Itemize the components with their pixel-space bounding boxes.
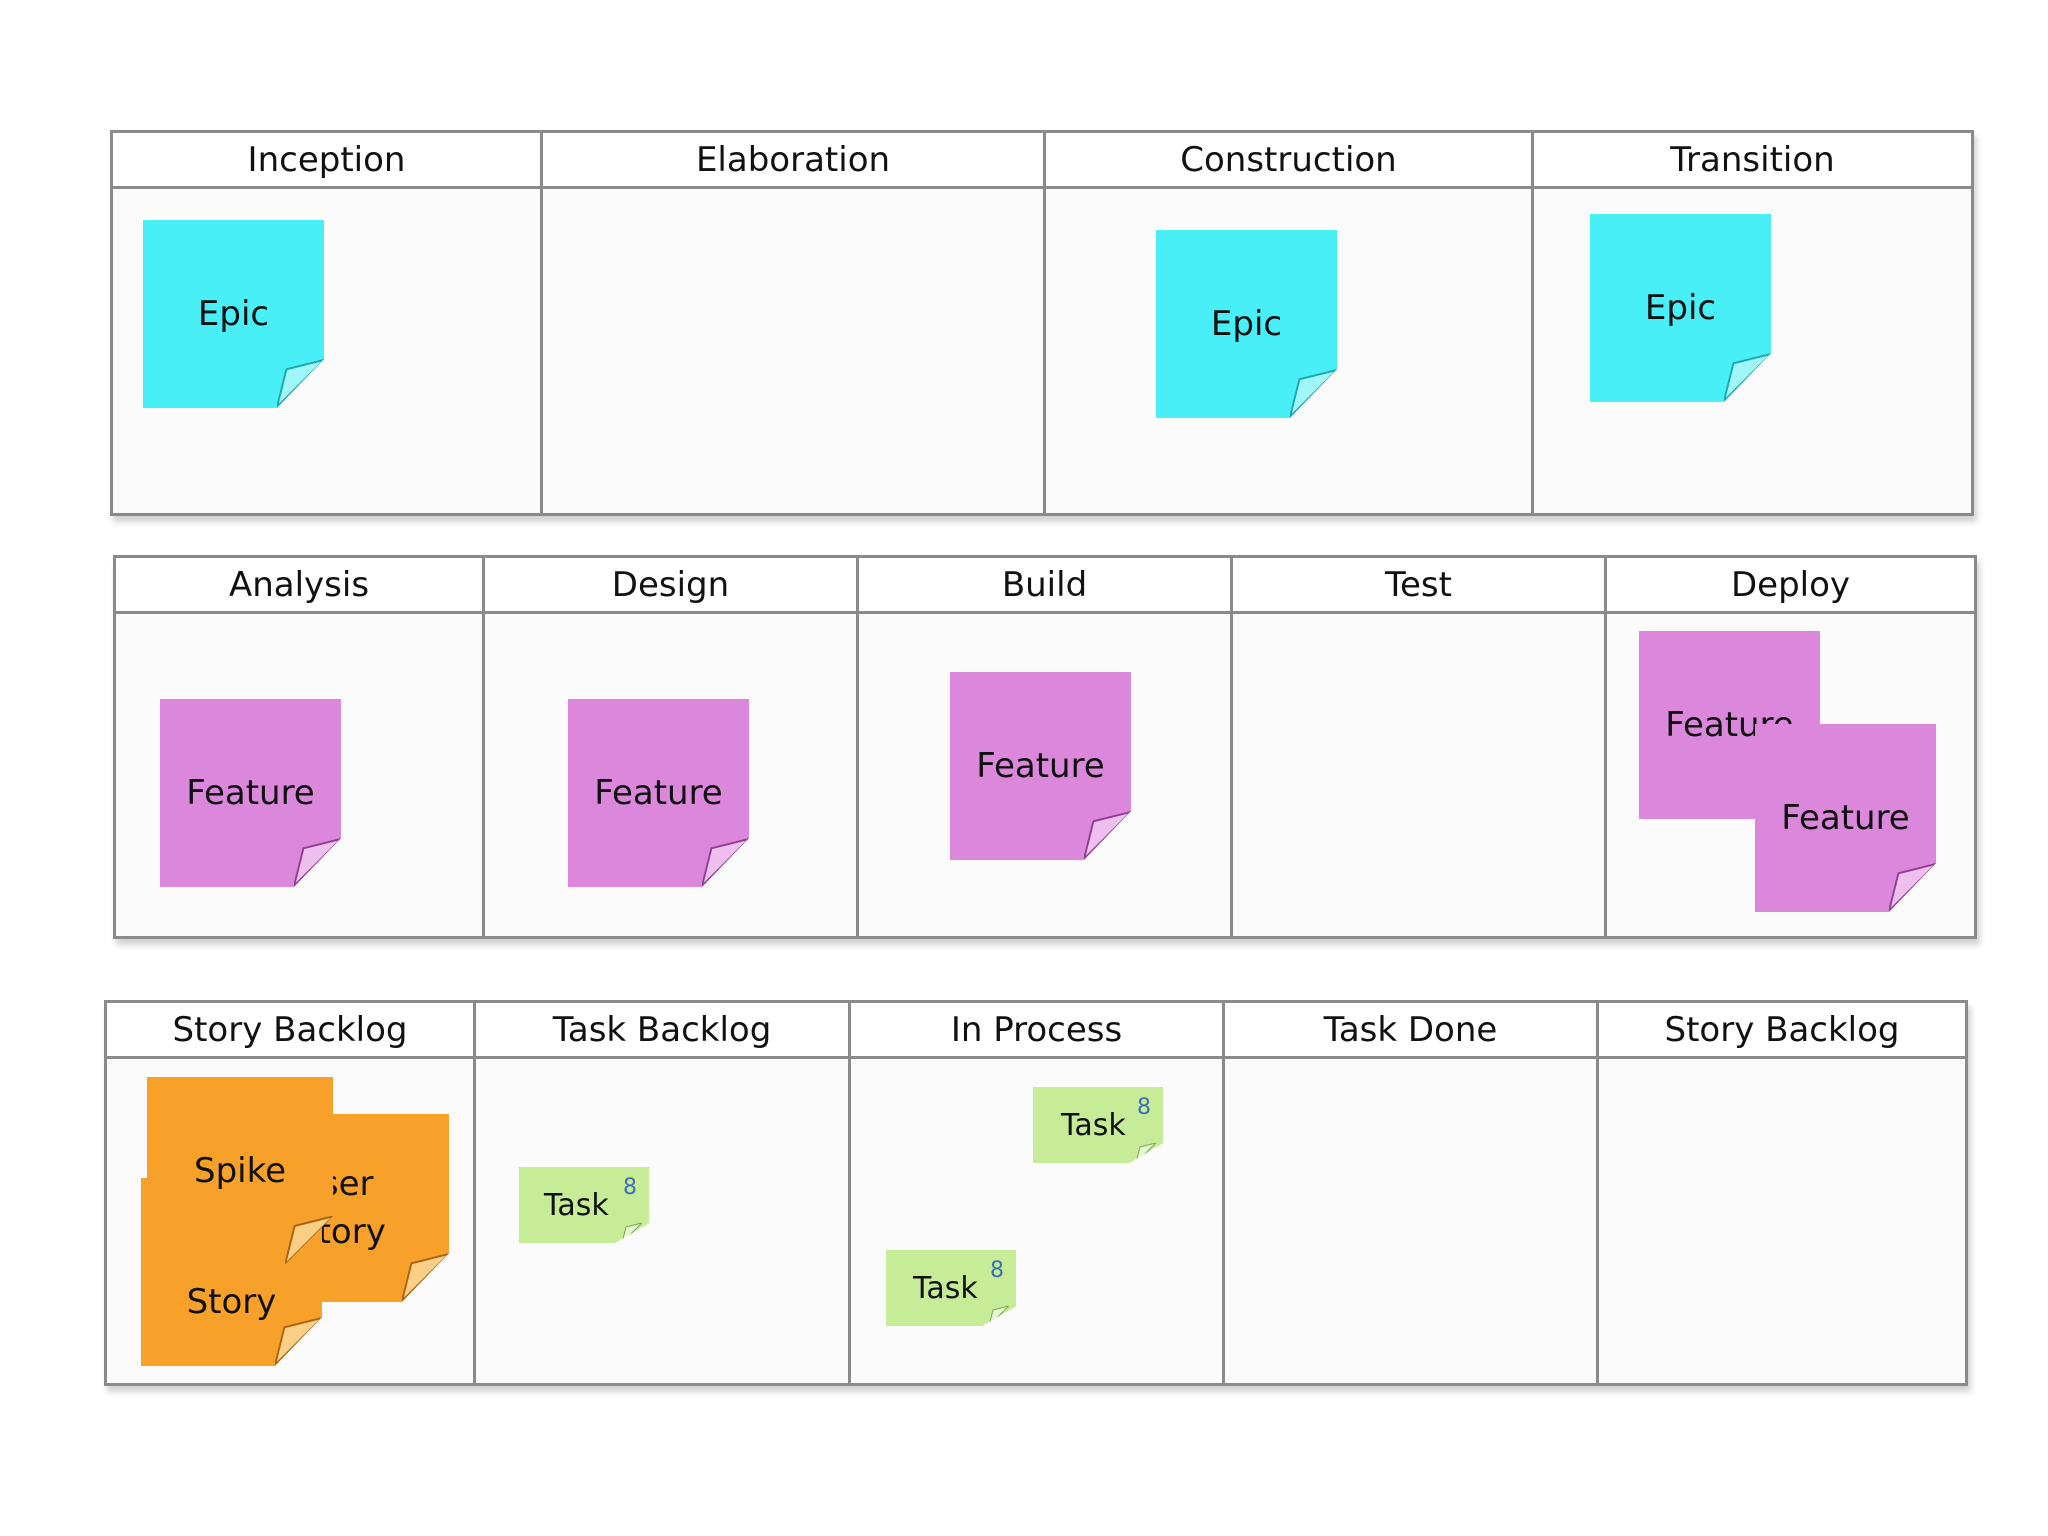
column-story-backlog: Story Backlog (107, 1003, 473, 1383)
task-estimate: 8 (623, 1175, 637, 1200)
task-estimate: 8 (990, 1258, 1004, 1283)
note-label: Feature (186, 773, 315, 813)
note-label: Feature (594, 773, 723, 813)
column-header: Test (1233, 558, 1604, 614)
note-label: Story (186, 1282, 277, 1322)
epic-note[interactable]: Epic (1156, 230, 1337, 418)
note-label: Task (913, 1270, 978, 1306)
note-label: Feature (1781, 798, 1910, 838)
task-note[interactable]: Task 8 (519, 1167, 649, 1243)
task-note[interactable]: Task 8 (886, 1250, 1016, 1326)
column-in-process: In Process (848, 1003, 1222, 1383)
column-header: Design (485, 558, 856, 614)
column-header: Task Done (1225, 1003, 1596, 1059)
note-label: Feature (976, 746, 1105, 786)
task-note[interactable]: Task 8 (1033, 1087, 1163, 1163)
column-task-done: Task Done (1222, 1003, 1596, 1383)
note-label: Epic (1644, 288, 1717, 328)
column-analysis: Analysis (116, 558, 482, 936)
note-label: Task (1061, 1107, 1126, 1143)
column-build: Build (856, 558, 1230, 936)
column-story-backlog-done: Story Backlog (1596, 1003, 1965, 1383)
column-header: Transition (1534, 133, 1971, 189)
epic-note[interactable]: Epic (143, 220, 324, 408)
column-inception: Inception (113, 133, 540, 513)
spike-note[interactable]: Spike (147, 1077, 333, 1265)
column-header: Story Backlog (107, 1003, 473, 1059)
note-label: Epic (1210, 304, 1283, 344)
column-header: Build (859, 558, 1230, 614)
column-header: Inception (113, 133, 540, 189)
column-deploy: Deploy (1604, 558, 1974, 936)
task-estimate: 8 (1137, 1095, 1151, 1120)
column-task-backlog: Task Backlog (473, 1003, 848, 1383)
column-header: Construction (1046, 133, 1531, 189)
column-transition: Transition (1531, 133, 1971, 513)
column-header: Analysis (116, 558, 482, 614)
column-header: Story Backlog (1599, 1003, 1965, 1059)
column-header: Deploy (1607, 558, 1974, 614)
epic-note[interactable]: Epic (1590, 214, 1771, 402)
column-elaboration: Elaboration (540, 133, 1043, 513)
column-test: Test (1230, 558, 1604, 936)
column-header: Elaboration (543, 133, 1043, 189)
column-header: Task Backlog (476, 1003, 848, 1059)
feature-note[interactable]: Feature (160, 699, 341, 887)
note-label: Spike (193, 1151, 286, 1191)
feature-note[interactable]: Feature (1755, 724, 1936, 912)
feature-note[interactable]: Feature (950, 672, 1131, 860)
column-construction: Construction (1043, 133, 1531, 513)
note-label: Epic (197, 294, 270, 334)
column-design: Design (482, 558, 856, 936)
feature-note[interactable]: Feature (568, 699, 749, 887)
note-label: Task (544, 1187, 609, 1223)
column-header: In Process (851, 1003, 1222, 1059)
